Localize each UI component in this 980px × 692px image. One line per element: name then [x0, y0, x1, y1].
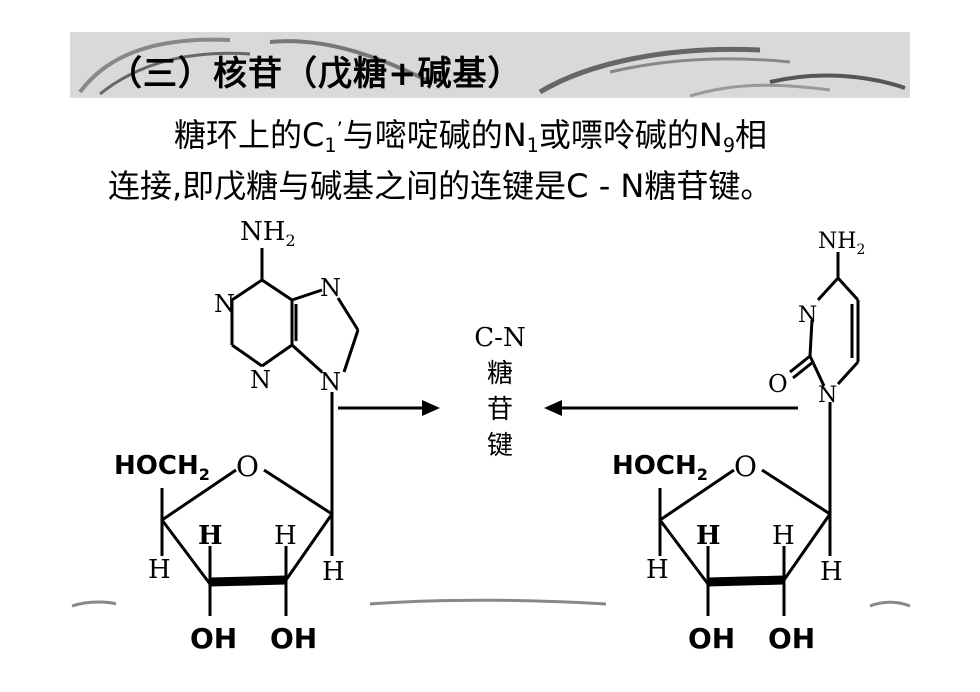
left-h2: H: [198, 521, 223, 551]
title-banner: [70, 32, 910, 98]
adenine-n-left: N: [214, 290, 235, 318]
right-h3: H: [772, 521, 795, 551]
left-hoch2: HOCH2: [114, 451, 210, 484]
bond-char-3: 键: [486, 431, 513, 461]
right-oh-2: OH: [688, 622, 735, 655]
right-h4: H: [820, 557, 843, 587]
banner-swoosh-decoration: [78, 37, 906, 98]
right-oh-3: OH: [768, 622, 815, 655]
left-oh-3: OH: [270, 622, 317, 655]
bond-char-2: 苷: [486, 395, 513, 425]
adenine-structure: [230, 248, 360, 540]
right-ribose-structure: [658, 468, 832, 616]
adenine-n-glyco: N: [320, 368, 341, 396]
left-h1: H: [148, 555, 171, 585]
adenine-n-bottom: N: [250, 366, 271, 394]
left-oh-2: OH: [190, 622, 237, 655]
adenine-amino: NH2: [240, 217, 296, 250]
bond-char-1: 糖: [486, 359, 513, 389]
right-h1: H: [646, 555, 669, 585]
adenine-n-right: N: [320, 274, 341, 302]
left-h4: H: [322, 557, 345, 587]
cytosine-oxygen: O: [768, 370, 788, 398]
right-h2: H: [696, 521, 721, 551]
right-ring-oxygen: O: [734, 450, 757, 483]
glycosidic-bond-label: C-N 糖 苷 键: [460, 320, 540, 464]
bottom-divider-decoration: [71, 598, 911, 608]
paragraph-line-1: 糖环上的C1’与嘧啶碱的N1或嘌呤碱的N9相: [174, 116, 768, 157]
cytosine-n1: N: [818, 383, 837, 408]
left-ring-oxygen: O: [236, 450, 259, 483]
paragraph-line-2: 连接,即戊糖与碱基之间的连键是C - N糖苷键。: [108, 167, 773, 205]
arrow-left-structure: [338, 400, 440, 416]
bond-name: C-N: [474, 323, 526, 353]
cytosine-n3: N: [798, 303, 817, 328]
cytosine-amino: NH2: [818, 229, 865, 258]
right-hoch2: HOCH2: [612, 451, 708, 484]
left-h3: H: [274, 521, 297, 551]
left-ribose-structure: [160, 468, 334, 616]
slide-title: （三）核苷（戊糖+碱基）: [108, 54, 523, 94]
arrow-right-structure: [544, 400, 798, 416]
